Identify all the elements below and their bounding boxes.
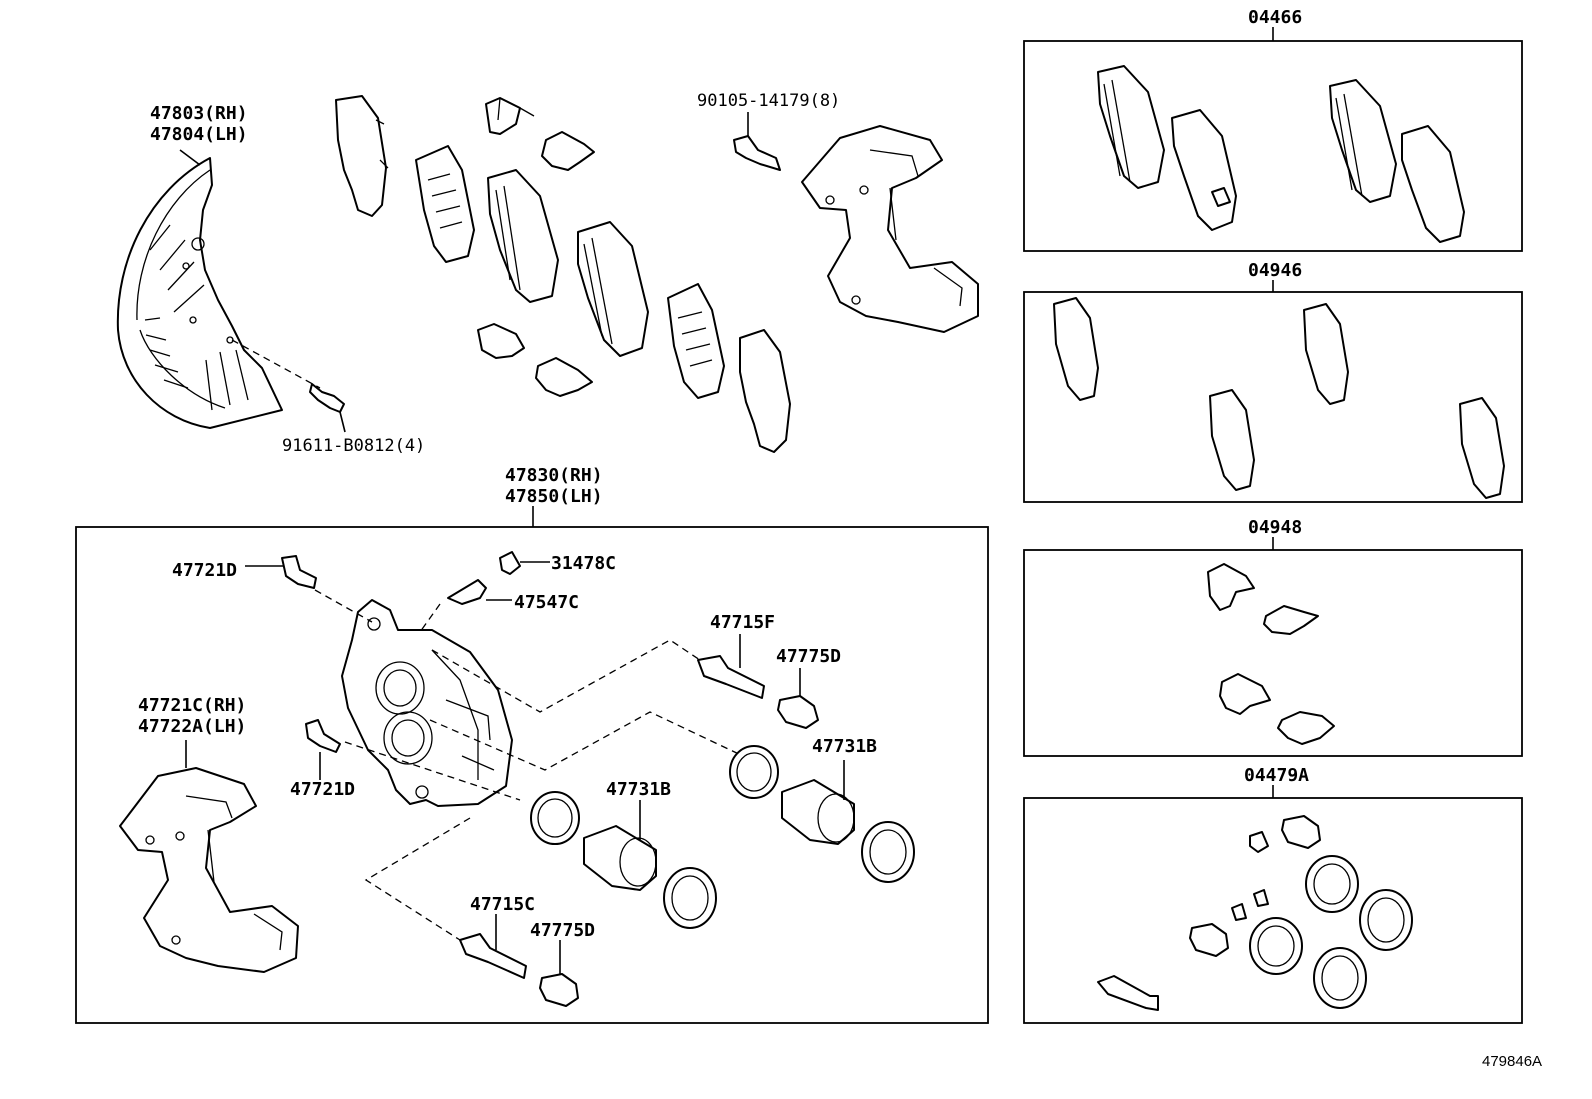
- slide-pin-47715f: [697, 634, 765, 699]
- piston-47731b-right: [781, 760, 855, 845]
- anti-squeal-shim-outer-2: [739, 329, 791, 453]
- pad-support-plate-2: [541, 131, 595, 171]
- label-mounting-lh: 47722A(LH): [138, 716, 246, 737]
- shim-inner-1: [415, 145, 475, 263]
- brake-pad-1: [487, 169, 559, 303]
- mount-bolt-part: [733, 112, 781, 171]
- kit-04948-parts: [1207, 563, 1335, 745]
- caliper-mounting-part: [801, 125, 979, 333]
- label-slide-pin-c: 47715C: [470, 894, 535, 915]
- label-dust-cover-lh: 47804(LH): [150, 124, 248, 145]
- piston-seal-3: [729, 745, 779, 799]
- kit-label-04466: 04466: [1248, 7, 1302, 28]
- caliper-assembly-box: [75, 526, 989, 1024]
- label-bleeder: 47547C: [514, 592, 579, 613]
- piston-seal-4: [861, 821, 915, 883]
- cap-31478c: [499, 551, 550, 575]
- label-mounting-rh: 47721C(RH): [138, 695, 246, 716]
- kit-box-04946: [1023, 291, 1523, 503]
- pad-support-plate-3: [477, 323, 525, 359]
- pad-support-plate-1: [485, 97, 535, 135]
- label-piston-right: 47731B: [812, 736, 877, 757]
- slide-pin-47715c: [459, 914, 527, 979]
- piston-seal-2: [663, 867, 717, 929]
- label-cap: 31478C: [551, 553, 616, 574]
- piston-seal-1: [530, 791, 580, 845]
- kit-04479a-parts: [1097, 815, 1413, 1011]
- kit-box-04479a: [1023, 797, 1523, 1024]
- kit-label-04479a: 04479A: [1244, 765, 1309, 786]
- kit-label-04946: 04946: [1248, 260, 1302, 281]
- kit-label-04948: 04948: [1248, 517, 1302, 538]
- kit-04466-parts: [1097, 65, 1465, 243]
- boot-47775d-top: [777, 668, 819, 729]
- label-piston-center: 47731B: [606, 779, 671, 800]
- figure-id: 479846A: [1482, 1053, 1542, 1070]
- shim-inner-2: [667, 283, 725, 399]
- anti-squeal-shim-outer: [335, 95, 389, 217]
- bleeder-47547c: [447, 579, 512, 605]
- bolt-47721d-bottom: [305, 719, 341, 780]
- label-slide-pin-f: 47715F: [710, 612, 775, 633]
- label-caliper-lh: 47850(LH): [505, 486, 603, 507]
- kit-box-04948: [1023, 549, 1523, 757]
- label-bolt-d-top: 47721D: [172, 560, 237, 581]
- label-caliper-rh: 47830(RH): [505, 465, 603, 486]
- piston-47731b-center: [583, 800, 657, 891]
- label-bolt-d-bottom: 47721D: [290, 779, 355, 800]
- cover-bolt-part: [309, 383, 346, 433]
- mounting-bracket-part: [119, 740, 299, 973]
- brake-pad-2: [577, 221, 649, 357]
- bolt-47721d-top: [245, 555, 317, 589]
- label-dust-cover-rh: 47803(RH): [150, 103, 248, 124]
- pad-support-plate-4: [535, 357, 593, 397]
- boot-47775d-bottom: [539, 940, 579, 1007]
- caliper-body-part: [341, 599, 513, 807]
- label-mount-bolt: 90105-14179(8): [697, 91, 840, 111]
- label-boot-d-bottom: 47775D: [530, 920, 595, 941]
- label-boot-d-top: 47775D: [776, 646, 841, 667]
- label-cover-bolt: 91611-B0812(4): [282, 436, 425, 456]
- dust-cover-part: [116, 149, 283, 429]
- kit-04946-parts: [1053, 297, 1505, 499]
